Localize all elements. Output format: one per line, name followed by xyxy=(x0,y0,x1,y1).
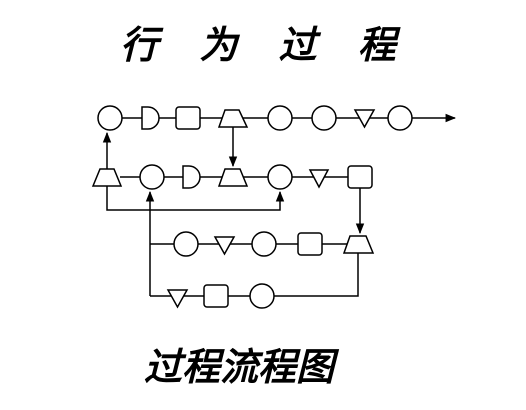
row2-triangle xyxy=(308,169,330,189)
row4-circle xyxy=(249,283,275,309)
diagram-caption: 过程流程图 xyxy=(143,344,334,389)
row2-circle-1 xyxy=(139,164,165,190)
row3-triangle xyxy=(213,236,236,256)
row2-trapezoid-1 xyxy=(91,168,123,187)
row3-trapezoid xyxy=(342,235,375,254)
row1-triangle xyxy=(353,109,376,129)
row1-circle-3 xyxy=(311,105,337,131)
row3-circle-1 xyxy=(173,231,199,257)
row4-square xyxy=(203,284,229,308)
row3-square xyxy=(297,232,323,256)
row1-circle-2 xyxy=(267,105,293,131)
row3-circle-2 xyxy=(251,231,277,257)
row1-d-shape xyxy=(141,106,160,130)
row4-triangle xyxy=(166,289,189,309)
row2-circle-2 xyxy=(267,164,293,190)
row2-trapezoid-2 xyxy=(217,168,249,187)
row1-trapezoid xyxy=(217,109,249,128)
row1-circle-4 xyxy=(387,105,413,131)
row1-square xyxy=(175,106,201,130)
diagram-title: 行 为 过 程 xyxy=(120,22,410,67)
loop-row2-back xyxy=(106,185,285,211)
row2-square xyxy=(347,165,373,189)
row2-d-shape xyxy=(182,165,201,189)
row1-circle-1 xyxy=(97,105,123,131)
